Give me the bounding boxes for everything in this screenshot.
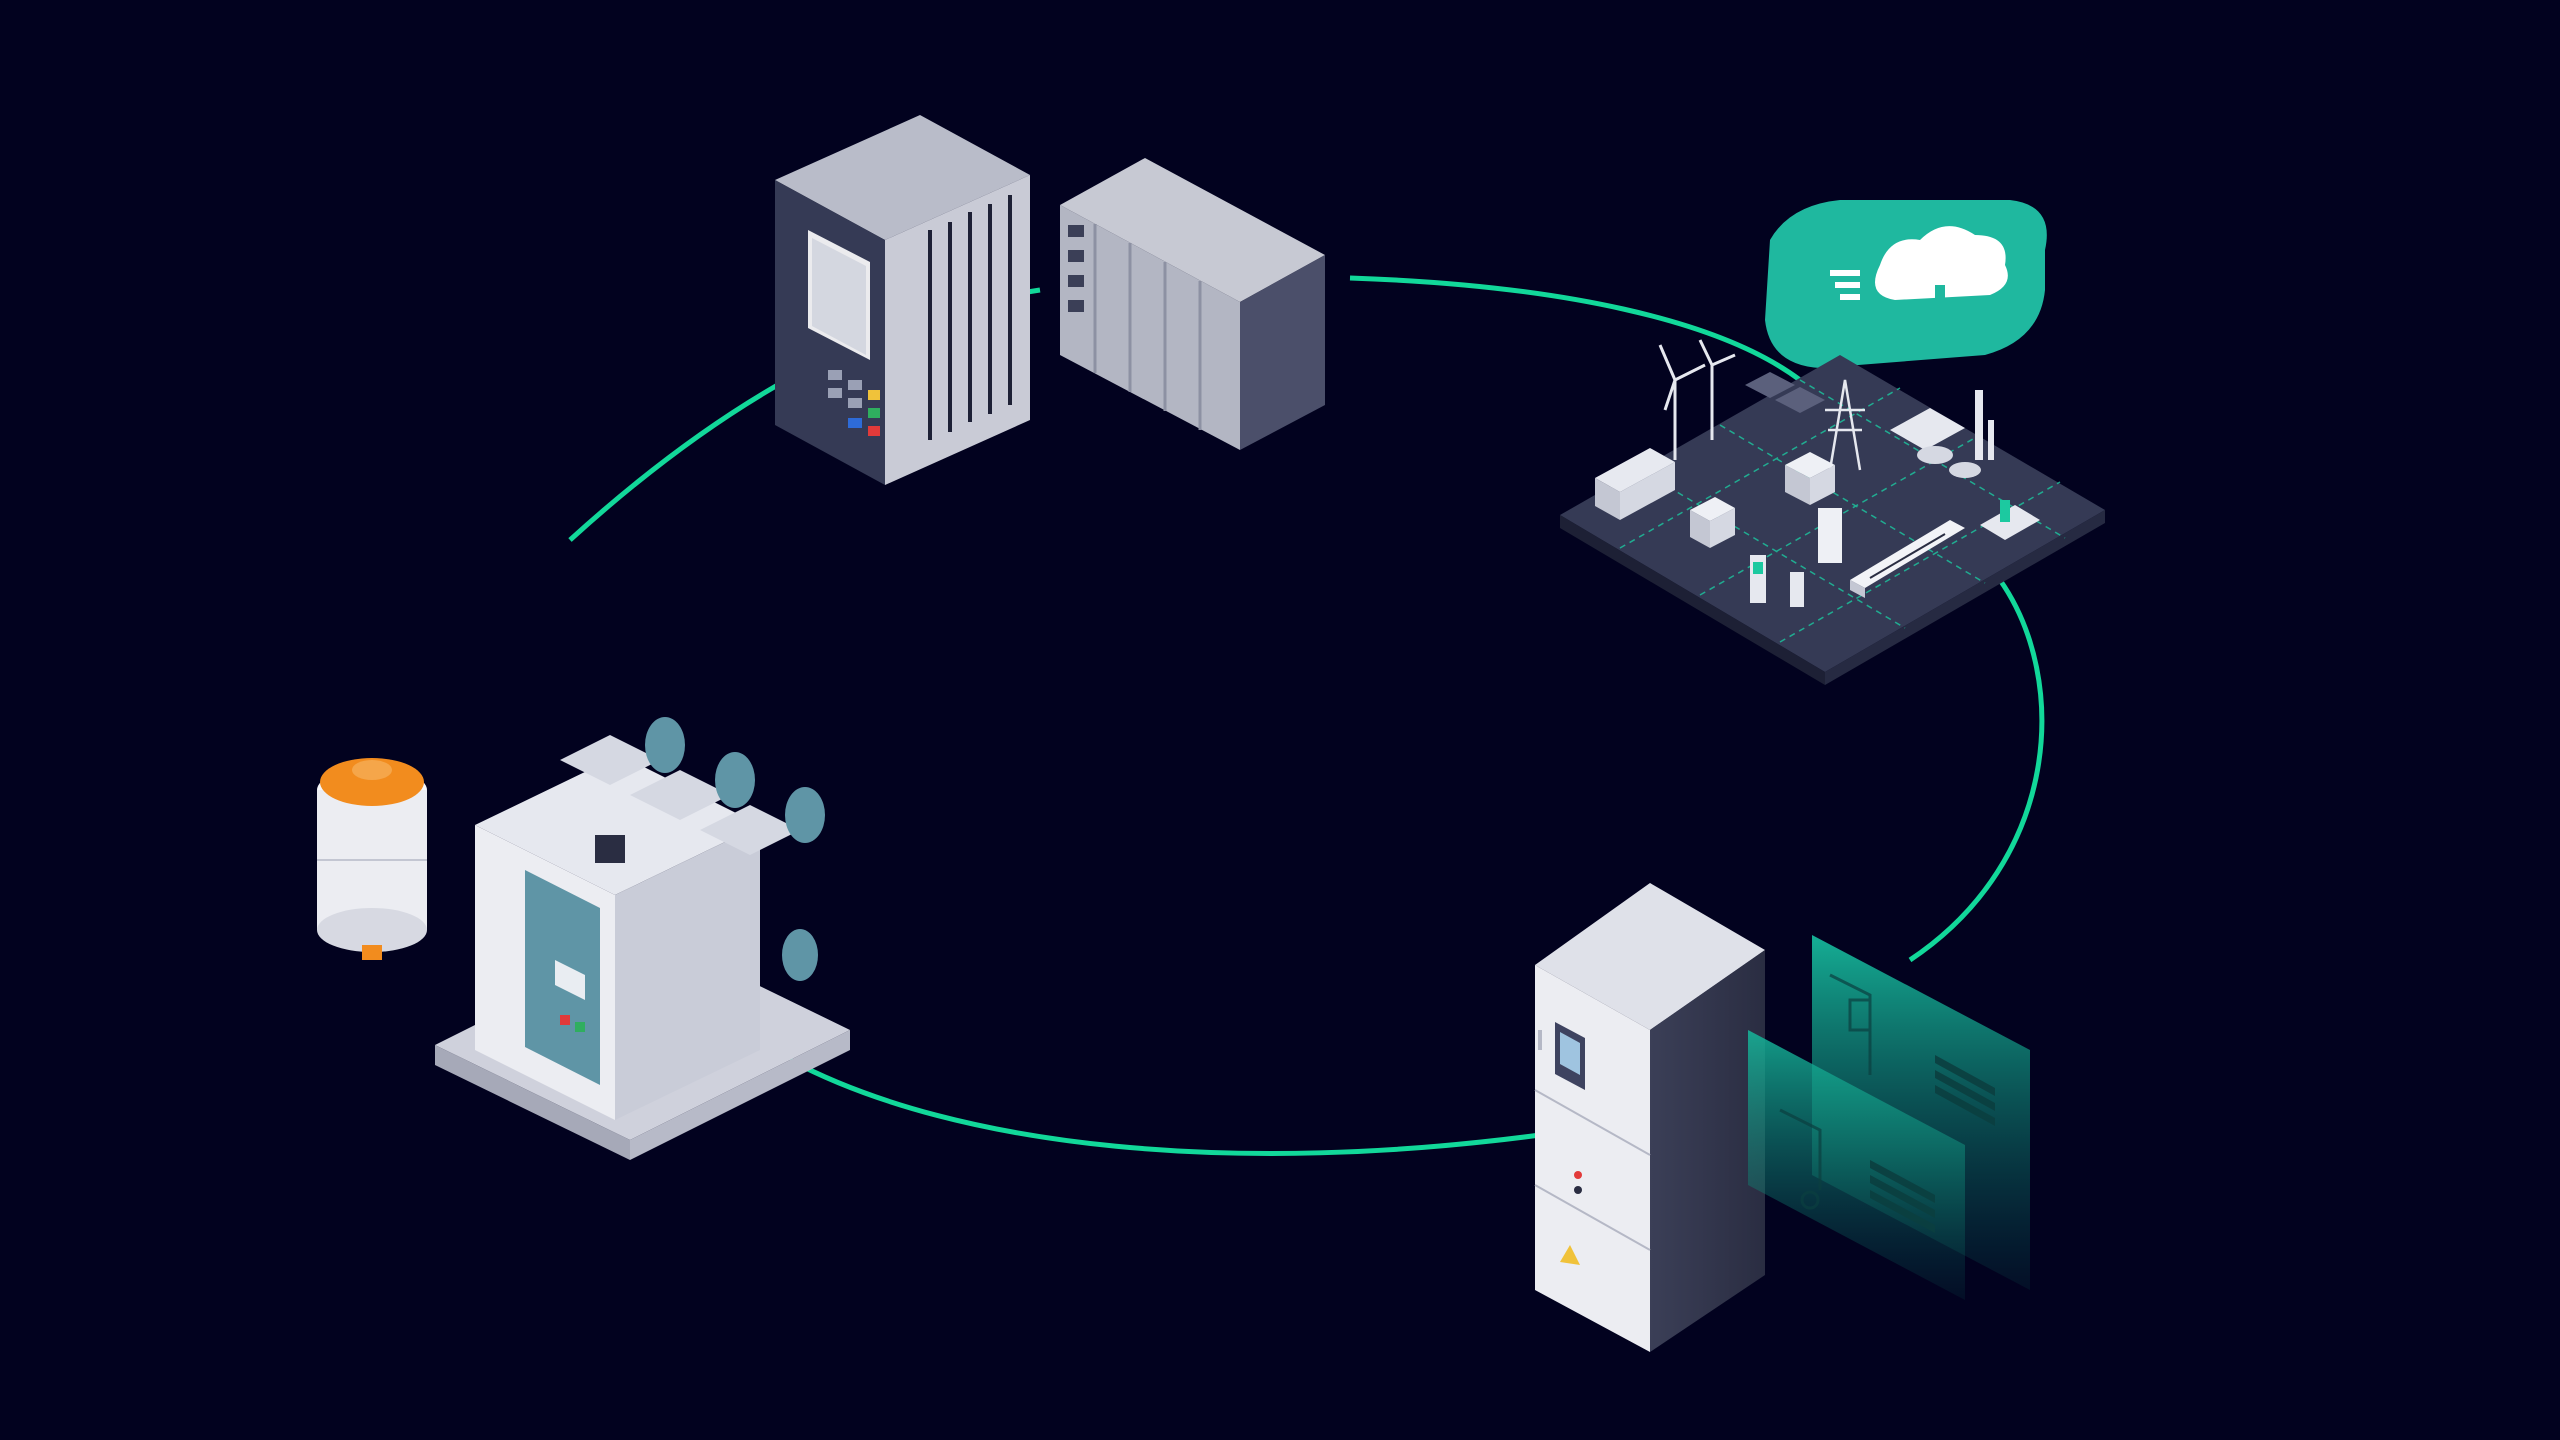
io-module-rack-icon — [1060, 158, 1325, 450]
breaker-poles — [560, 717, 825, 981]
solar-panels-icon — [1745, 372, 1825, 413]
ring-arc-bottom — [788, 1057, 1541, 1156]
relay-heatsink-fins — [928, 195, 1012, 440]
switchgear-cabinet-icon — [1534, 883, 1765, 1352]
relay-keypad — [828, 370, 880, 436]
transformer-icon — [1785, 452, 1835, 505]
robot-arm-icon — [1980, 500, 2040, 540]
protection-relay-icon — [775, 115, 1030, 485]
vacuum-interrupter-icon — [317, 758, 427, 960]
vacuum-circuit-breaker-icon — [435, 717, 850, 1160]
container-icon — [1595, 448, 1675, 520]
transmission-tower-icon — [1825, 379, 1865, 471]
digital-twin-screens-icon — [1748, 935, 2030, 1300]
train-icon — [1850, 520, 1965, 598]
cabinet-icon — [1818, 508, 1842, 563]
industrial-plant-icon — [1890, 390, 1994, 478]
energy-grid-platform-icon — [1560, 339, 2105, 685]
ring-arc-right — [1908, 578, 2045, 963]
cloud-plug-icon — [1765, 200, 2047, 368]
ev-charger-icon — [1750, 555, 1804, 607]
substation-kiosk-icon — [1690, 497, 1735, 548]
ring-arc-top-right — [1349, 275, 1802, 383]
wind-turbine-icon — [1658, 339, 1736, 460]
